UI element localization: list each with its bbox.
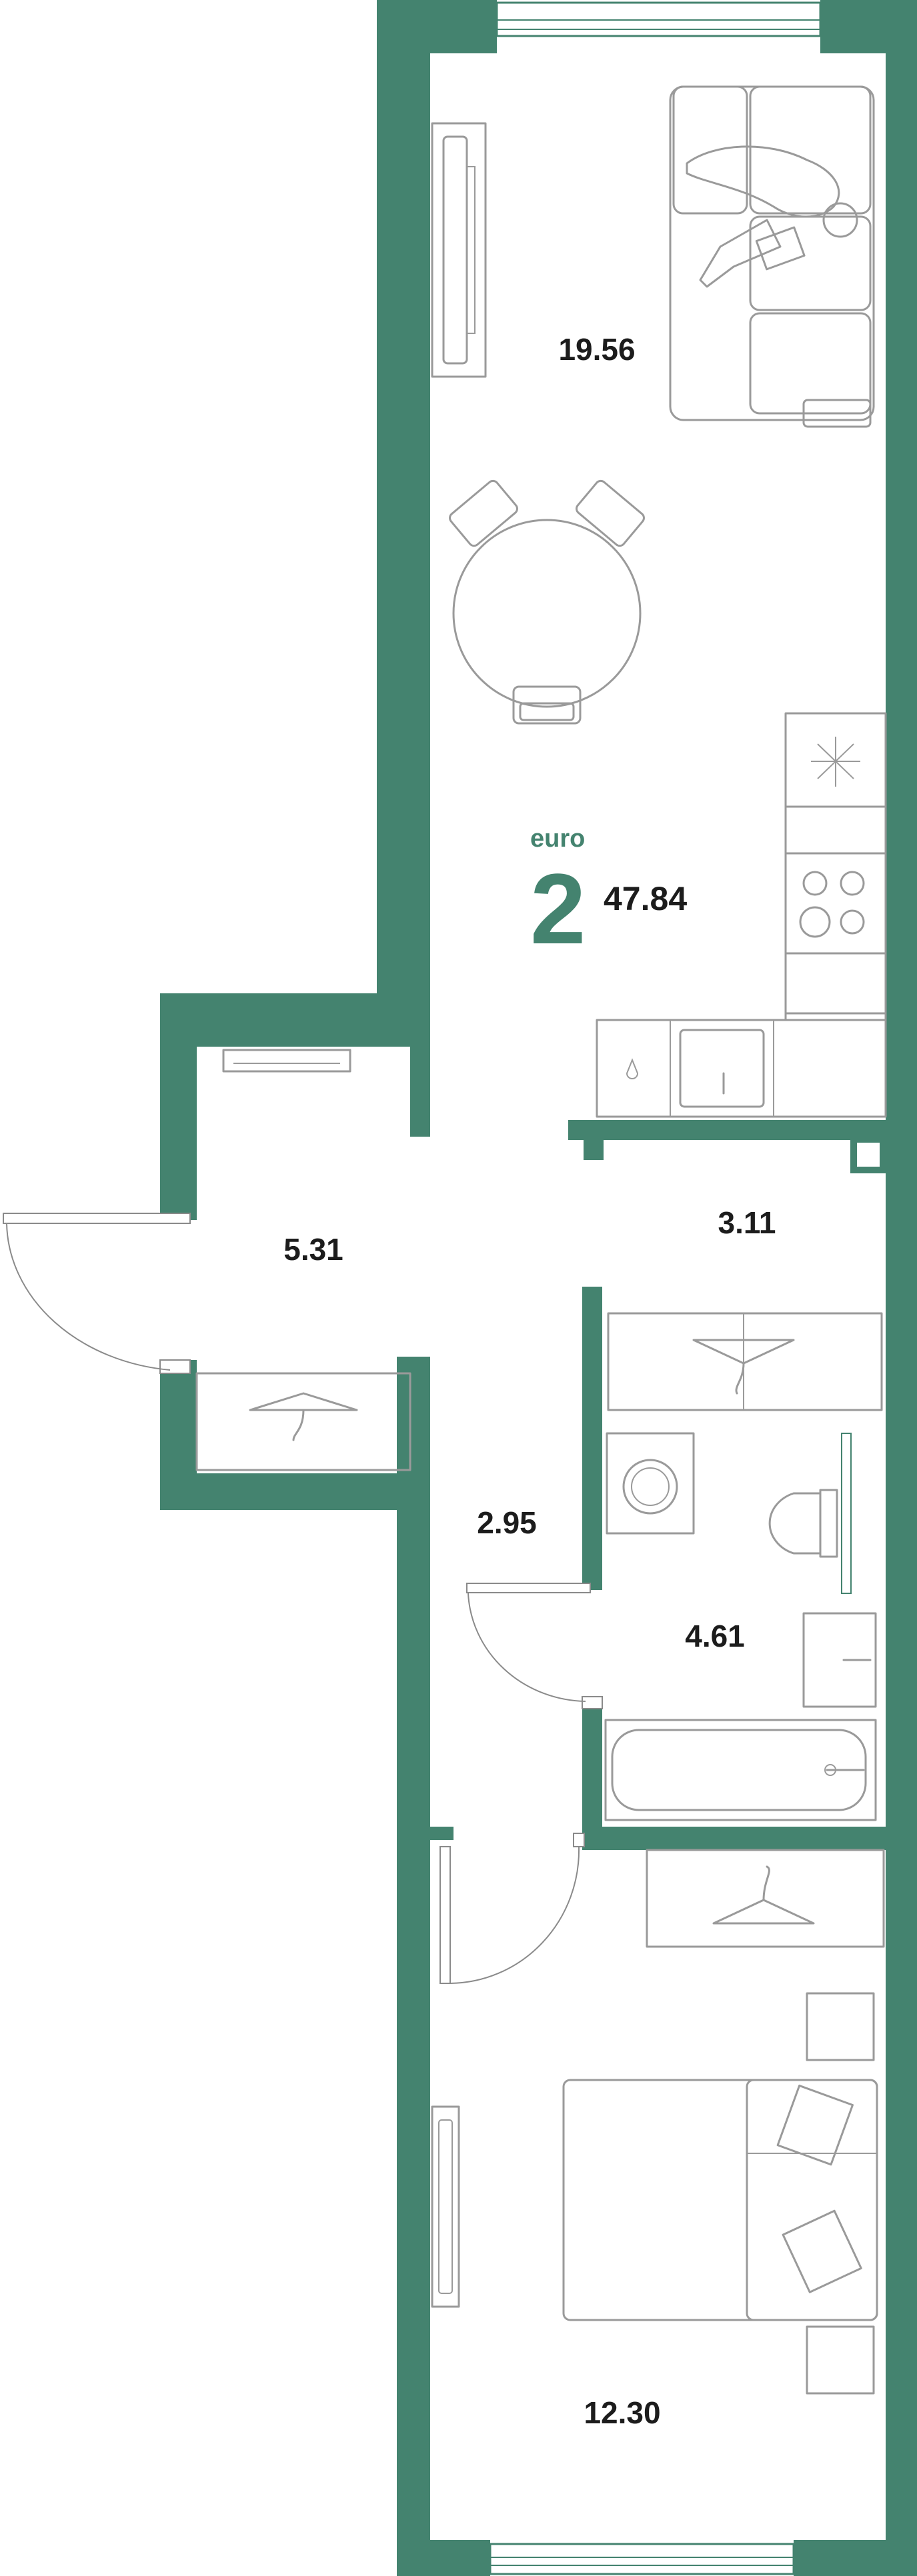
room-labels: 19.56 5.31 3.11 2.95 4.61 12.30 <box>283 332 776 2430</box>
hall-furniture <box>195 1049 411 1471</box>
walls <box>160 0 917 2576</box>
apartment-info: euro 2 47.84 <box>530 825 687 965</box>
washing-machine <box>606 1432 695 1535</box>
room-area-bathroom: 4.61 <box>685 1619 745 1653</box>
bathtub <box>604 1719 877 1821</box>
living-furniture <box>431 85 887 1118</box>
sofa <box>669 85 875 428</box>
apartment-rooms: 2 <box>530 853 586 965</box>
kitchen-units <box>596 712 887 1118</box>
apartment-total-area: 47.84 <box>604 880 687 917</box>
bedroom-tv <box>431 2105 460 2308</box>
dining-table <box>449 479 645 725</box>
nightstand-bottom <box>806 2325 875 2395</box>
hall-wardrobe <box>195 1372 411 1471</box>
doors <box>3 1213 852 1984</box>
window-bottom <box>489 2543 795 2575</box>
bathroom-fixtures <box>604 1432 877 1821</box>
bedroom-wardrobe <box>646 1849 885 1948</box>
bed <box>562 2079 878 2321</box>
room-area-hall: 5.31 <box>283 1232 343 1267</box>
tv-stand <box>431 122 487 378</box>
shaft-panel <box>841 1433 852 1594</box>
entrance-door <box>3 1213 191 1374</box>
corridor-closet <box>607 1312 883 1411</box>
room-area-hallway: 2.95 <box>477 1505 537 1540</box>
bedroom-door <box>439 1833 585 1984</box>
washbasin <box>802 1612 877 1708</box>
room-area-corridor: 3.11 <box>718 1205 776 1240</box>
apartment-type-prefix: euro <box>530 825 585 853</box>
stove-icon <box>799 871 865 938</box>
toilet <box>768 1489 838 1558</box>
sink-icon <box>679 1029 765 1108</box>
room-area-bedroom: 12.30 <box>584 2395 660 2430</box>
room-area-living: 19.56 <box>558 332 635 367</box>
shoe-rack <box>222 1049 351 1073</box>
nightstand-top <box>806 1992 875 2061</box>
window-top <box>496 1 822 37</box>
windows <box>489 1 822 2575</box>
snowflake-icon <box>811 737 860 787</box>
bathroom-door <box>466 1583 603 1709</box>
bedroom-furniture <box>431 1849 885 2395</box>
drop-icon <box>626 1058 639 1079</box>
